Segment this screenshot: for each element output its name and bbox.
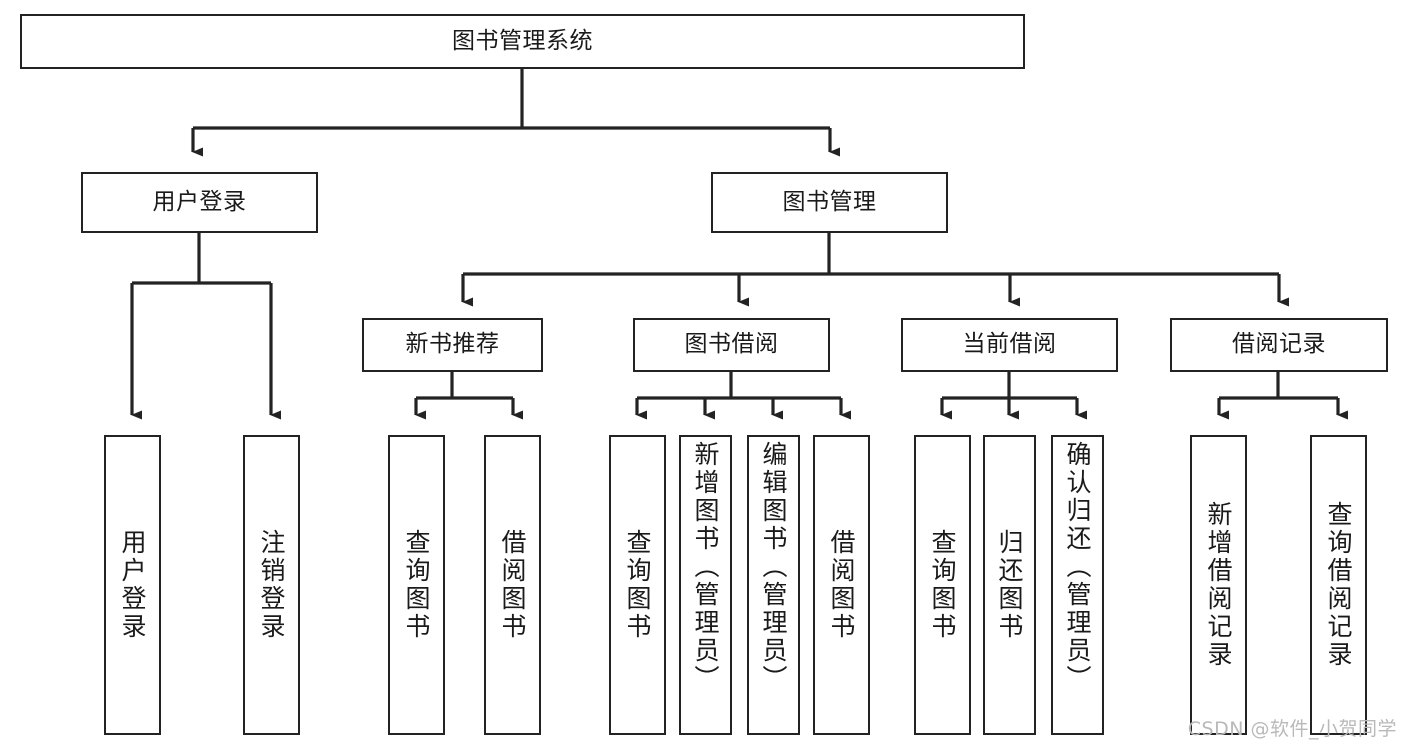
leaf-borrow-book-rec[interactable]: 借阅图书 <box>484 435 541 735</box>
leaf-query-book-rec-label: 查询图书 <box>402 529 431 641</box>
node-book-borrow-label: 图书借阅 <box>684 331 779 358</box>
node-new-book-recommend[interactable]: 新书推荐 <box>362 318 543 372</box>
node-borrow-record-label: 借阅记录 <box>1232 331 1326 358</box>
node-book-management-label: 图书管理 <box>782 188 877 215</box>
node-book-borrow[interactable]: 图书借阅 <box>633 318 830 372</box>
leaf-user-login[interactable]: 用户登录 <box>104 435 161 735</box>
node-user-login[interactable]: 用户登录 <box>81 172 318 233</box>
node-root-label: 图书管理系统 <box>452 27 593 54</box>
node-user-login-label: 用户登录 <box>152 188 247 215</box>
leaf-query-book-rec[interactable]: 查询图书 <box>388 435 445 735</box>
leaf-return-book[interactable]: 归还图书 <box>983 435 1036 735</box>
leaf-query-book-current[interactable]: 查询图书 <box>914 435 971 735</box>
leaf-confirm-return-admin[interactable]: 确认归还（管理员） <box>1051 435 1104 735</box>
leaf-add-borrow-record-label: 新增借阅记录 <box>1204 501 1233 669</box>
node-current-borrow[interactable]: 当前借阅 <box>901 318 1118 372</box>
leaf-return-book-label: 归还图书 <box>995 529 1024 641</box>
leaf-query-book-current-label: 查询图书 <box>928 529 957 641</box>
leaf-edit-book-admin-label: 编辑图书（管理员） <box>759 441 788 693</box>
node-book-management[interactable]: 图书管理 <box>711 172 948 233</box>
leaf-query-book-borrow[interactable]: 查询图书 <box>609 435 666 735</box>
node-current-borrow-label: 当前借阅 <box>962 331 1057 358</box>
leaf-add-borrow-record[interactable]: 新增借阅记录 <box>1190 435 1247 735</box>
leaf-confirm-return-admin-label: 确认归还（管理员） <box>1063 441 1092 693</box>
leaf-query-book-borrow-label: 查询图书 <box>623 529 652 641</box>
leaf-logout[interactable]: 注销登录 <box>243 435 300 735</box>
leaf-query-borrow-record-label: 查询借阅记录 <box>1324 501 1353 669</box>
csdn-watermark: CSDN @软件_小贺同学 <box>1187 718 1397 740</box>
leaf-logout-label: 注销登录 <box>257 529 286 641</box>
node-borrow-record[interactable]: 借阅记录 <box>1170 318 1388 372</box>
leaf-user-login-label: 用户登录 <box>118 529 147 641</box>
node-root[interactable]: 图书管理系统 <box>20 14 1025 69</box>
leaf-add-book-admin[interactable]: 新增图书（管理员） <box>679 435 732 735</box>
leaf-edit-book-admin[interactable]: 编辑图书（管理员） <box>747 435 800 735</box>
leaf-borrow-book-rec-label: 借阅图书 <box>498 529 527 641</box>
node-new-book-recommend-label: 新书推荐 <box>405 331 500 358</box>
leaf-add-book-admin-label: 新增图书（管理员） <box>691 441 720 693</box>
leaf-query-borrow-record[interactable]: 查询借阅记录 <box>1310 435 1367 735</box>
leaf-borrow-book-borrow-label: 借阅图书 <box>827 529 856 641</box>
leaf-borrow-book-borrow[interactable]: 借阅图书 <box>813 435 870 735</box>
